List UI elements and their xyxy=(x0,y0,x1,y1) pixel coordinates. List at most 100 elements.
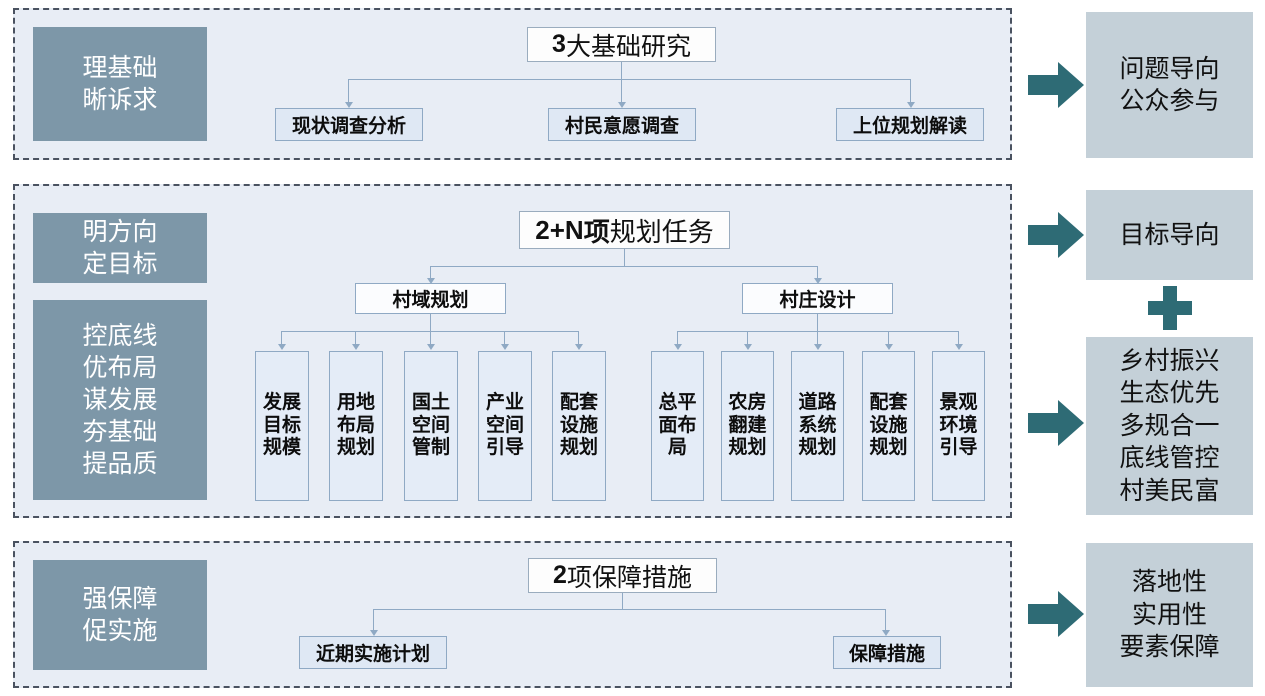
task-line: 空间 xyxy=(485,414,524,436)
task-line: 设施 xyxy=(559,414,598,436)
research-child-3[interactable]: 上位规划解读 xyxy=(836,108,984,141)
arrowhead-left-1 xyxy=(278,344,286,350)
connector-research-drop-3 xyxy=(910,79,911,104)
task-line: 配套 xyxy=(869,392,908,414)
stage-label-control-line-4: 夯基础 xyxy=(82,418,158,446)
arrowhead-safeguards-2 xyxy=(882,630,890,636)
connector-right-drop-5 xyxy=(958,331,959,346)
outcome-rr-line-1: 乡村振兴 xyxy=(1119,346,1220,375)
stage-label-control: 控底线 优布局 谋发展 夯基础 提品质 xyxy=(33,300,207,500)
task-box-farmhouse-rebuild-planning[interactable]: 农房 翻建 规划 xyxy=(721,351,774,501)
task-line: 管制 xyxy=(411,437,450,459)
task-line: 规划 xyxy=(798,437,837,459)
task-line: 设施 xyxy=(869,414,908,436)
connector-left-drop-2 xyxy=(355,331,356,346)
header-safeguards-rest: 项保障措施 xyxy=(566,563,692,592)
task-line: 规划 xyxy=(336,437,375,459)
connector-left-drop-4 xyxy=(504,331,505,346)
connector-research-stem xyxy=(621,62,622,79)
outcome-rr-line-5: 村美民富 xyxy=(1119,476,1220,505)
connector-tasks-drop-left xyxy=(430,266,431,280)
stage-label-research: 理基础 晰诉求 xyxy=(33,27,207,141)
header-research-num: 3 xyxy=(552,30,566,58)
stage-label-control-line-1: 控底线 xyxy=(82,322,158,350)
arrowhead-research-2 xyxy=(618,102,626,108)
task-line: 农房 xyxy=(728,392,767,414)
outcome-rr-line-4: 底线管控 xyxy=(1119,444,1220,473)
outcome-safeguards-line-3: 要素保障 xyxy=(1119,633,1220,662)
stage-label-research-line-1: 理基础 xyxy=(82,54,158,82)
task-box-master-layout[interactable]: 总平 面布 局 xyxy=(651,351,704,501)
arrowhead-safeguards-1 xyxy=(370,630,378,636)
header-research-rest: 大基础研究 xyxy=(565,32,691,61)
arrowhead-branch-left xyxy=(427,278,435,284)
task-line: 总平 xyxy=(658,392,697,414)
task-line: 规模 xyxy=(262,437,301,459)
task-line: 产业 xyxy=(485,392,524,414)
stage-label-direction: 明方向 定目标 xyxy=(33,213,207,283)
task-box-territorial-space-control[interactable]: 国土 空间 管制 xyxy=(404,351,458,501)
branch-village-design[interactable]: 村庄设计 xyxy=(742,283,893,314)
task-line: 道路 xyxy=(798,392,837,414)
stage-label-direction-line-2: 定目标 xyxy=(82,250,158,278)
task-box-landscape-environment-guidance[interactable]: 景观 环境 引导 xyxy=(932,351,985,501)
connector-safeguards-drop-2 xyxy=(885,609,886,632)
connector-right-drop-2 xyxy=(747,331,748,346)
task-line: 发展 xyxy=(262,392,301,414)
task-line: 引导 xyxy=(939,437,978,459)
stage-label-control-line-3: 谋发展 xyxy=(82,386,158,414)
task-line: 景观 xyxy=(939,392,978,414)
teal-arrow-goal xyxy=(1028,212,1084,258)
task-box-supporting-facilities-planning-left[interactable]: 配套 设施 规划 xyxy=(552,351,606,501)
task-line: 面布 xyxy=(658,414,697,436)
connector-tasks-drop-right xyxy=(817,266,818,280)
stage-label-control-line-5: 提品质 xyxy=(82,450,158,478)
task-line: 系统 xyxy=(798,414,837,436)
outcome-rural-revitalization: 乡村振兴 生态优先 多规合一 底线管控 村美民富 xyxy=(1086,337,1253,515)
arrowhead-right-1 xyxy=(674,344,682,350)
arrowhead-research-3 xyxy=(907,102,915,108)
outcome-research-line-1: 问题导向 xyxy=(1119,54,1220,83)
arrowhead-left-3 xyxy=(427,344,435,350)
safeguard-child-measures[interactable]: 保障措施 xyxy=(833,636,941,669)
research-child-2[interactable]: 村民意愿调查 xyxy=(548,108,696,141)
connector-tasks-stem xyxy=(624,249,625,266)
arrowhead-right-4 xyxy=(885,344,893,350)
connector-research-drop-1 xyxy=(348,79,349,104)
task-line: 空间 xyxy=(411,414,450,436)
task-box-road-system-planning[interactable]: 道路 系统 规划 xyxy=(791,351,844,501)
connector-research-bus xyxy=(348,79,910,80)
task-box-land-use-layout[interactable]: 用地 布局 规划 xyxy=(329,351,383,501)
task-box-supporting-facilities-planning-right[interactable]: 配套 设施 规划 xyxy=(862,351,915,501)
research-child-1[interactable]: 现状调查分析 xyxy=(275,108,423,141)
branch-village-area-planning[interactable]: 村域规划 xyxy=(355,283,506,314)
outcome-rr-line-2: 生态优先 xyxy=(1119,379,1220,408)
teal-arrow-research xyxy=(1028,62,1084,108)
arrowhead-left-5 xyxy=(575,344,583,350)
arrowhead-left-4 xyxy=(501,344,509,350)
header-tasks-num: 2+N xyxy=(535,214,584,245)
connector-left-stem xyxy=(430,314,431,331)
task-line: 规划 xyxy=(869,437,908,459)
outcome-safeguards-line-1: 落地性 xyxy=(1131,568,1207,597)
task-box-industrial-space-guidance[interactable]: 产业 空间 引导 xyxy=(478,351,532,501)
connector-safeguards-bus xyxy=(373,609,886,610)
outcome-rr-line-3: 多规合一 xyxy=(1119,411,1220,440)
stage-label-direction-line-1: 明方向 xyxy=(82,218,158,246)
task-line: 布局 xyxy=(336,414,375,436)
arrowhead-right-3 xyxy=(814,344,822,350)
task-box-development-goal-scale[interactable]: 发展 目标 规模 xyxy=(255,351,309,501)
connector-tasks-bus xyxy=(430,266,818,267)
safeguard-child-near-term-plan[interactable]: 近期实施计划 xyxy=(299,636,447,669)
connector-right-drop-3 xyxy=(817,331,818,346)
task-line: 局 xyxy=(667,437,687,459)
teal-arrow-safeguards xyxy=(1028,591,1084,637)
header-tasks-mid: 项 xyxy=(583,216,610,247)
task-line: 环境 xyxy=(939,414,978,436)
arrowhead-right-2 xyxy=(744,344,752,350)
task-line: 国土 xyxy=(411,392,450,414)
